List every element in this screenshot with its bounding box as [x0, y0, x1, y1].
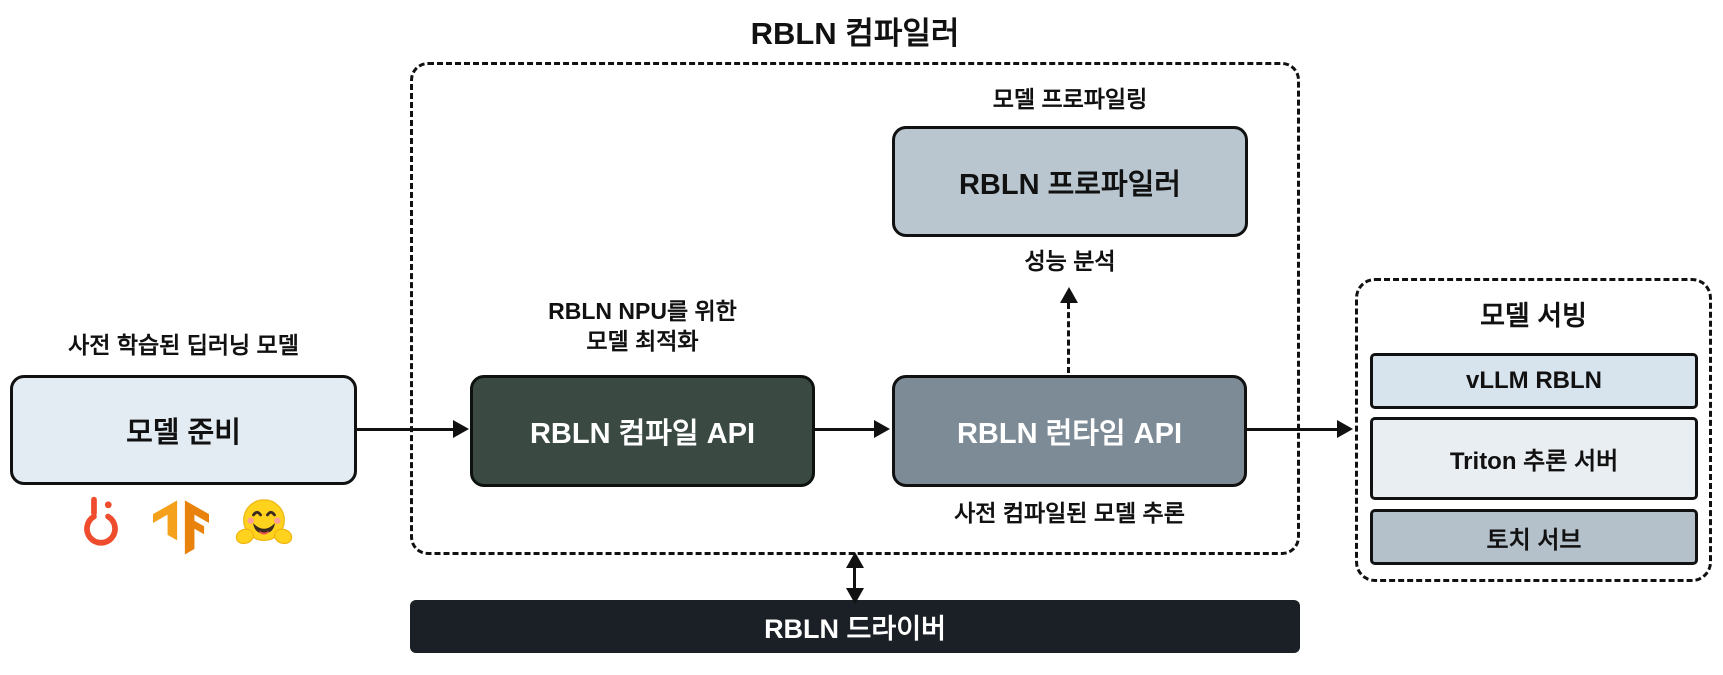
compile-api-caption-line1: RBLN NPU를 위한: [548, 298, 737, 324]
huggingface-icon: [235, 494, 293, 552]
model-serving-frame: [1355, 278, 1712, 582]
arrow-compile-to-runtime-head: [874, 420, 890, 438]
pytorch-icon: [75, 492, 127, 554]
arrow-prep-to-compile-head: [453, 420, 469, 438]
arrow-runtime-to-serving-head: [1337, 420, 1353, 438]
tensorflow-icon: [152, 491, 209, 555]
compile-api-caption: RBLN NPU를 위한 모델 최적화: [470, 296, 815, 356]
torch-serve-box: 토치 서브: [1370, 509, 1698, 565]
compiler-group-title: RBLN 컴파일러: [750, 16, 960, 51]
profiler-caption-top: 모델 프로파일링: [992, 86, 1148, 112]
driver-box: RBLN 드라이버: [410, 600, 1300, 653]
runtime-api-box: RBLN 런타임 API: [892, 375, 1247, 487]
framework-icons-row: [10, 487, 357, 559]
compile-api-caption-line2: 모델 최적화: [586, 328, 699, 354]
arrow-prep-to-compile-line: [357, 428, 455, 431]
runtime-api-caption: 사전 컴파일된 모델 추론: [954, 500, 1185, 526]
arrow-compiler-driver-head-down: [846, 588, 864, 604]
arrow-runtime-to-profiler-head: [1060, 287, 1078, 303]
triton-server-box: Triton 추론 서버: [1370, 417, 1698, 500]
profiler-caption-bottom: 성능 분석: [1024, 248, 1116, 274]
model-prep-caption: 사전 학습된 딥러닝 모델: [68, 332, 299, 358]
vllm-rbln-box: vLLM RBLN: [1370, 353, 1698, 409]
profiler-box: RBLN 프로파일러: [892, 126, 1248, 237]
arrow-runtime-to-serving-line: [1247, 428, 1339, 431]
arrow-compiler-driver-head-up: [846, 552, 864, 568]
arrow-compile-to-runtime-line: [815, 428, 876, 431]
arrow-runtime-to-profiler-line: [1067, 303, 1070, 373]
model-prep-box: 모델 준비: [10, 375, 357, 485]
compile-api-box: RBLN 컴파일 API: [470, 375, 815, 487]
arrow-compiler-driver-line: [853, 566, 856, 592]
model-serving-title: 모델 서빙: [1480, 301, 1587, 331]
